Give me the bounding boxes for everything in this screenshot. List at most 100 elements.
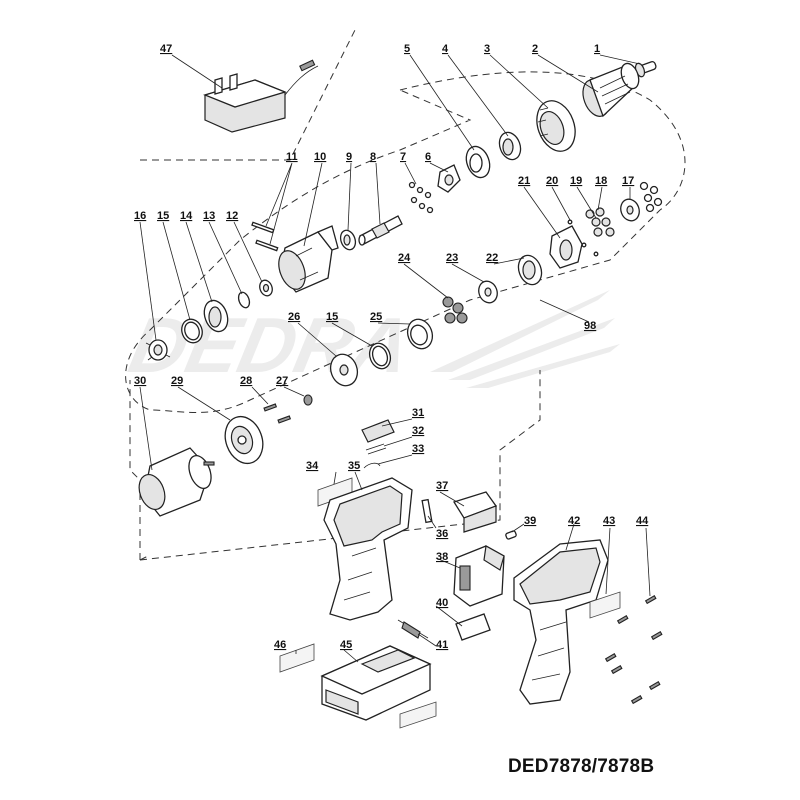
- gearbox-housing-part-10: [278, 225, 339, 293]
- charger-adapter-part-47: [203, 59, 319, 133]
- mounting-plate-part-26: [329, 353, 359, 387]
- label-sticker-battery: [399, 701, 437, 729]
- part-label-47: 47: [160, 43, 172, 55]
- part-label-30: 30: [134, 375, 146, 387]
- part-label-2: 2: [532, 43, 538, 55]
- part-label-46: 46: [274, 639, 286, 651]
- part-label-18: 18: [595, 175, 607, 187]
- right-housing-half-part-42: [513, 539, 609, 705]
- part-label-35: 35: [348, 460, 360, 472]
- keyless-chuck-part-2: [582, 62, 640, 118]
- washer-part-12: [259, 279, 273, 297]
- planetary-gears-part-24: [442, 296, 468, 324]
- bearing-part-9: [339, 229, 357, 251]
- part-label-41: 41: [436, 639, 448, 651]
- clutch-ring-part-5: [465, 145, 491, 179]
- part-label-6: 6: [425, 151, 431, 163]
- gear-carrier-part-16: [145, 339, 171, 361]
- ring-part-25: [406, 318, 434, 350]
- part-label-25: 25: [370, 311, 382, 323]
- part-label-28: 28: [240, 375, 252, 387]
- ring-gear-part-22: [517, 254, 543, 286]
- part-label-4: 4: [442, 43, 449, 55]
- part-label-29: 29: [171, 375, 183, 387]
- switch-block-part-37: [453, 491, 498, 533]
- part-label-20: 20: [546, 175, 558, 187]
- part-label-39: 39: [524, 515, 536, 527]
- part-label-27: 27: [276, 375, 288, 387]
- part-label-15a: 15: [157, 210, 169, 222]
- part-label-43: 43: [603, 515, 615, 527]
- switch-cover-part-31: [361, 419, 395, 443]
- sleeve-part-21: [549, 225, 583, 269]
- part-label-23: 23: [446, 252, 458, 264]
- part-label-14: 14: [180, 210, 193, 222]
- leader-lines: [139, 54, 651, 663]
- part-label-33: 33: [412, 443, 424, 455]
- part-number-labels: 1234567891011121314151516171819202122232…: [134, 43, 649, 651]
- sun-gear-part-23: [478, 280, 498, 304]
- part-label-38: 38: [436, 551, 448, 563]
- spring-part-32: [365, 443, 387, 455]
- label-sticker-part-43: [589, 591, 621, 619]
- part-label-3: 3: [484, 43, 490, 55]
- part-label-22: 22: [486, 252, 498, 264]
- pinion-gear-part-27: [303, 394, 313, 406]
- part-label-34: 34: [306, 460, 319, 472]
- part-label-7: 7: [400, 151, 406, 163]
- dedra-watermark-logo: DEDRA: [122, 290, 620, 389]
- part-label-37: 37: [436, 480, 448, 492]
- part-label-9: 9: [346, 151, 352, 163]
- spindle-part-8: [358, 215, 403, 246]
- planet-carrier-part-17: [620, 181, 663, 222]
- part-label-17: 17: [622, 175, 634, 187]
- retaining-ring-part-15a: [181, 318, 203, 344]
- part-label-10: 10: [314, 151, 326, 163]
- clutch-plate-part-6: [437, 164, 461, 193]
- spring-clip-part-33: [363, 462, 381, 469]
- motor-plate-part-29: [224, 415, 264, 465]
- planetary-gears-part-18-19: [585, 207, 615, 237]
- retaining-ring-part-15b: [368, 342, 392, 370]
- ring-gear-part-14: [203, 299, 229, 333]
- part-label-44: 44: [636, 515, 649, 527]
- part-label-98: 98: [584, 320, 596, 332]
- part-label-19: 19: [570, 175, 582, 187]
- battery-pack-part-45: [320, 645, 432, 721]
- clutch-collar-part-4: [498, 131, 522, 161]
- part-label-42: 42: [568, 515, 580, 527]
- reverse-button-part-39: [505, 530, 517, 540]
- steel-balls-part-7: [408, 181, 434, 214]
- part-label-12: 12: [226, 210, 238, 222]
- part-label-13: 13: [203, 210, 215, 222]
- housing-screws-part-44: [604, 595, 663, 705]
- part-label-1: 1: [594, 43, 600, 55]
- part-label-31: 31: [412, 407, 424, 419]
- trigger-switch-part-38: [453, 545, 505, 607]
- left-housing-half-part-35: [323, 477, 413, 621]
- part-label-32: 32: [412, 425, 424, 437]
- screws-part-28: [263, 403, 292, 424]
- part-label-26: 26: [288, 311, 300, 323]
- watermark-text: DEDRA: [122, 302, 418, 389]
- part-label-15b: 15: [326, 311, 338, 323]
- gear-housing-part-3: [536, 100, 576, 152]
- part-label-16: 16: [134, 210, 146, 222]
- pins-part-11: [251, 221, 279, 252]
- part-label-21: 21: [518, 175, 530, 187]
- clips-part-20: [567, 219, 599, 257]
- switch-base-part-40: [455, 613, 491, 641]
- part-label-45: 45: [340, 639, 352, 651]
- part-label-8: 8: [370, 151, 376, 163]
- motor-part-30: [138, 447, 215, 517]
- part-label-24: 24: [398, 252, 411, 264]
- part-label-11: 11: [286, 151, 298, 163]
- model-number: DED7878/7878B: [508, 756, 655, 777]
- part-label-40: 40: [436, 597, 448, 609]
- switch-pin-part-36: [421, 498, 433, 524]
- part-label-36: 36: [436, 528, 448, 540]
- part-label-5: 5: [404, 43, 410, 55]
- contact-spring-part-41: [397, 619, 429, 639]
- label-sticker-part-46: [279, 643, 315, 673]
